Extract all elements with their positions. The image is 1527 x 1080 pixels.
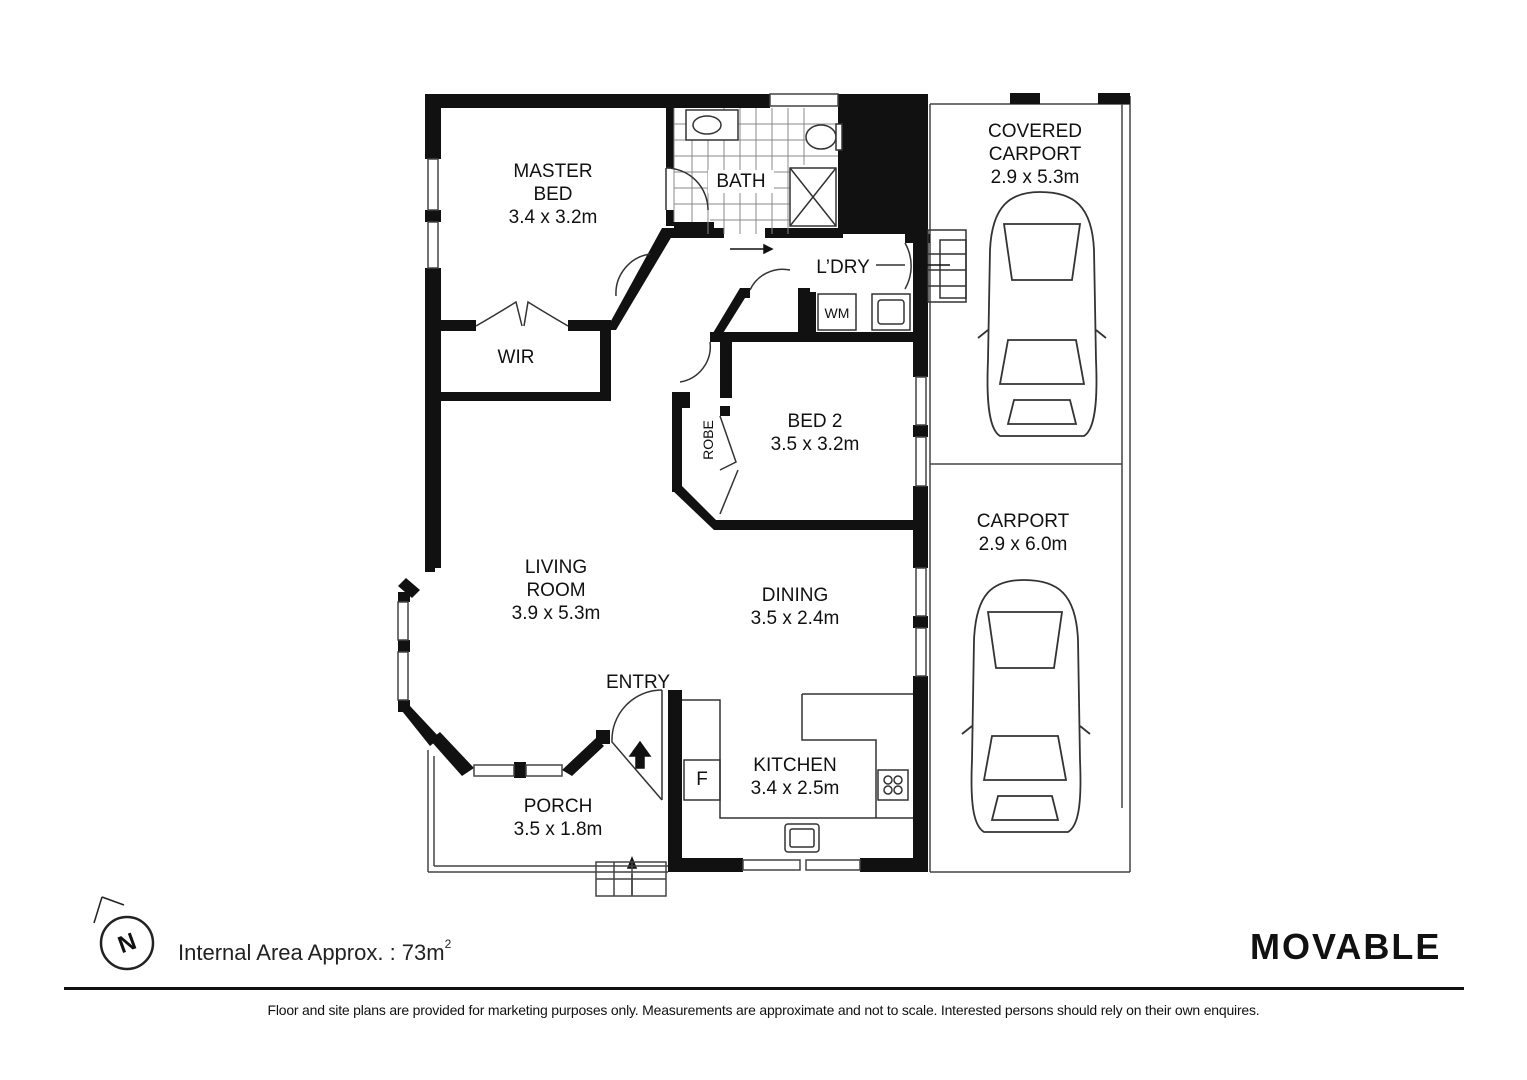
porch-label: PORCH 3.5 x 1.8m xyxy=(496,795,620,841)
carport-size: 2.9 x 6.0m xyxy=(978,534,1068,555)
wir-label: WIR xyxy=(486,346,546,369)
entry-name: ENTRY xyxy=(605,672,671,693)
internal-area-label: Internal Area Approx. : 73m xyxy=(178,940,445,965)
bath-name: BATH xyxy=(716,171,766,192)
porch-outline xyxy=(427,750,668,897)
doors xyxy=(475,167,967,801)
dining-name: DINING xyxy=(761,585,829,606)
covered-carport-label: COVERED CARPORT 2.9 x 5.3m xyxy=(970,120,1100,189)
entry-label: ENTRY xyxy=(600,671,676,694)
carport-window-bars xyxy=(1010,93,1130,104)
living-size: 3.9 x 5.3m xyxy=(511,603,601,624)
kitchen-benches xyxy=(682,693,913,853)
wm-name: WM xyxy=(824,305,850,321)
carport-label: CARPORT 2.9 x 6.0m xyxy=(958,510,1088,556)
living-room-label: LIVING ROOM 3.9 x 5.3m xyxy=(496,556,616,625)
master-bed-name-1: MASTER xyxy=(513,161,593,182)
wir-name: WIR xyxy=(497,347,535,368)
brand-logo: MOVABLE xyxy=(1250,926,1442,967)
walls xyxy=(398,94,930,872)
carport-outline xyxy=(929,96,1131,873)
bed2-label: BED 2 3.5 x 3.2m xyxy=(750,410,880,456)
porch-name: PORCH xyxy=(523,796,593,817)
internal-area-superscript: 2 xyxy=(444,937,452,951)
dining-size: 3.5 x 2.4m xyxy=(750,608,840,629)
windows xyxy=(397,93,927,871)
entry-arrows xyxy=(626,243,950,895)
porch-size: 3.5 x 1.8m xyxy=(513,819,603,840)
living-name-2: ROOM xyxy=(526,580,586,601)
internal-area: Internal Area Approx. : 73m2 xyxy=(178,937,452,966)
kitchen-label: KITCHEN 3.4 x 2.5m xyxy=(730,754,860,800)
covered-carport-name-2: CARPORT xyxy=(988,144,1082,165)
fridge-label: F xyxy=(684,768,720,791)
wm-label: WM xyxy=(818,302,856,325)
north-compass-icon: N xyxy=(93,896,155,971)
dining-label: DINING 3.5 x 2.4m xyxy=(730,584,860,630)
bath-fixtures xyxy=(685,109,843,227)
master-bed-label: MASTER BED 3.4 x 3.2m xyxy=(498,160,608,229)
laundry-appliances xyxy=(817,293,911,331)
laundry-label: L’DRY xyxy=(808,256,878,279)
living-name-1: LIVING xyxy=(524,557,588,578)
kitchen-size: 3.4 x 2.5m xyxy=(750,778,840,799)
bed2-name: BED 2 xyxy=(787,411,843,432)
bed2-size: 3.5 x 3.2m xyxy=(770,434,860,455)
car-icon xyxy=(961,579,1091,833)
fridge-name: F xyxy=(696,769,708,790)
laundry-name: L’DRY xyxy=(816,257,870,278)
robe-label: ROBE xyxy=(700,420,716,460)
carport-name: CARPORT xyxy=(976,511,1070,532)
covered-carport-size: 2.9 x 5.3m xyxy=(990,167,1080,188)
footer-divider xyxy=(64,987,1464,990)
covered-carport-name-1: COVERED xyxy=(988,121,1082,142)
bath-label: BATH xyxy=(708,170,774,193)
disclaimer-text: Floor and site plans are provided for ma… xyxy=(267,1002,1260,1018)
car-icon xyxy=(977,191,1107,437)
master-bed-size: 3.4 x 3.2m xyxy=(508,207,598,228)
kitchen-name: KITCHEN xyxy=(753,755,837,776)
master-bed-name-2: BED xyxy=(533,184,573,205)
